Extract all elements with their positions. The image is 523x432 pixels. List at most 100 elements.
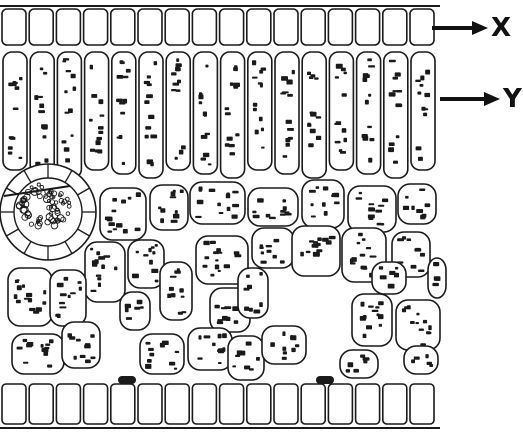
chloroplast [63, 58, 69, 60]
chloroplast [43, 290, 46, 294]
chloroplast [420, 84, 424, 87]
chloroplast [143, 254, 148, 256]
chloroplast [114, 267, 117, 271]
chloroplast [233, 67, 238, 71]
chloroplast [365, 100, 369, 105]
chloroplast [351, 257, 356, 262]
spongy-cell [398, 184, 436, 224]
chloroplast [423, 320, 427, 324]
chloroplast [402, 308, 406, 312]
chloroplast [267, 250, 272, 253]
chloroplast [424, 108, 428, 110]
chloroplast [316, 249, 322, 252]
chloroplast [361, 302, 365, 307]
chloroplast [74, 356, 77, 360]
vascular-core [14, 178, 82, 246]
spongy-cell [340, 350, 378, 378]
chloroplast [323, 186, 328, 190]
label-x: X [491, 15, 511, 41]
palisade-cell [3, 52, 27, 170]
chloroplast [49, 339, 54, 343]
chloroplast [42, 301, 46, 305]
chloroplast [420, 253, 425, 257]
chloroplast [33, 311, 39, 314]
chloroplast [423, 113, 427, 117]
chloroplast [112, 198, 117, 202]
chloroplast [117, 75, 124, 79]
chloroplast [103, 255, 110, 258]
chloroplast [367, 126, 372, 128]
chloroplast [136, 251, 139, 254]
chloroplast [425, 203, 431, 207]
chloroplast [388, 284, 395, 289]
spongy-cell [372, 262, 406, 294]
chloroplast [316, 186, 320, 189]
chloroplast [155, 280, 159, 283]
palisade-cell [248, 52, 272, 170]
chloroplast [45, 344, 50, 346]
chloroplast [419, 189, 425, 192]
chloroplast [203, 265, 208, 268]
chloroplast [98, 126, 104, 130]
chloroplast [232, 191, 238, 194]
chloroplast [363, 359, 367, 364]
chloroplast [123, 76, 129, 79]
chloroplast [282, 91, 289, 93]
chloroplast [361, 266, 367, 270]
chloroplast [339, 149, 343, 152]
chloroplast [377, 223, 382, 226]
chloroplast [433, 262, 439, 266]
chloroplast [113, 228, 117, 230]
epidermal-cell [84, 9, 108, 45]
chloroplast [259, 70, 263, 74]
chloroplast [378, 205, 384, 207]
chloroplast [119, 102, 125, 105]
chloroplast [150, 162, 154, 166]
chloroplast [76, 339, 81, 342]
chloroplast [425, 70, 430, 75]
chloroplast [253, 108, 257, 111]
chloroplast [43, 135, 47, 138]
chloroplast [92, 263, 97, 267]
chloroplast [221, 307, 228, 309]
chloroplast [217, 321, 223, 324]
chloroplast [96, 251, 100, 255]
chloroplast [366, 325, 372, 329]
chloroplast [125, 304, 131, 308]
vascular-bundle [0, 164, 96, 260]
lower-epidermal-cell [84, 384, 108, 424]
chloroplast [136, 192, 141, 197]
chloroplast [40, 68, 44, 71]
chloroplast [379, 266, 383, 269]
chloroplast [201, 135, 208, 139]
chloroplast [169, 362, 175, 366]
chloroplast [341, 68, 346, 72]
chloroplast [38, 96, 43, 98]
lower-epidermal-cell [138, 384, 162, 424]
chloroplast [350, 262, 356, 264]
chloroplast [128, 197, 132, 200]
chloroplast [416, 313, 419, 316]
chloroplast [316, 116, 322, 118]
chloroplast [266, 214, 271, 218]
chloroplast [233, 83, 240, 87]
chloroplast [280, 214, 286, 216]
spongy-cell [252, 228, 294, 268]
spongy-cell [404, 346, 438, 374]
chloroplast [123, 229, 128, 234]
chloroplast [14, 294, 18, 299]
chloroplast [154, 61, 158, 65]
chloroplast [309, 76, 313, 79]
chloroplast [68, 295, 71, 298]
epidermal-cell [111, 9, 135, 45]
chloroplast [8, 152, 12, 155]
chloroplast [283, 199, 287, 202]
chloroplast [85, 343, 91, 347]
chloroplast [100, 115, 105, 117]
chloroplast [411, 206, 414, 210]
chloroplast [311, 216, 316, 218]
chloroplast [90, 149, 95, 152]
chloroplast [256, 357, 260, 361]
chloroplast [389, 60, 396, 63]
chloroplast [59, 306, 66, 308]
